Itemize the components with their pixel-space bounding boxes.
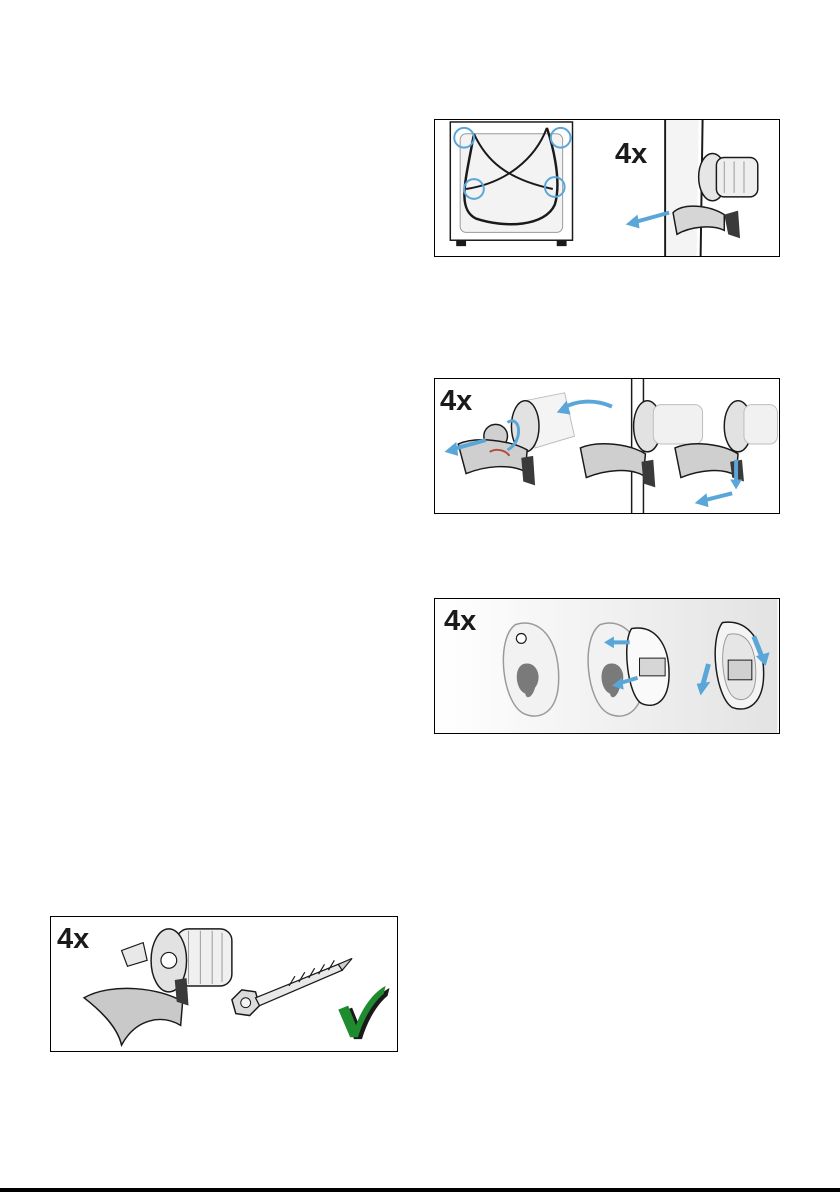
hose-clip [673,206,724,234]
spacer-tab [122,943,148,967]
quantity-label: 4x [444,607,476,636]
clip-latch [724,211,740,239]
clip-3 [675,444,738,478]
arrow-move-hose [563,402,612,409]
cap-clip-3 [728,660,752,680]
bolt-tip [338,958,352,970]
machine-foot-left [456,240,466,246]
machine-foot-right [557,240,567,246]
bolt-shaft [256,964,343,1005]
clip-2 [580,444,645,478]
plate-hole-1 [516,633,526,643]
figure-keep-transport-bolts: 4x [50,916,398,1052]
cap-clip-2 [640,658,666,676]
latch-2 [641,460,655,488]
spacer-clip-wing [84,988,183,1045]
illustration-machine-back-and-hose [435,120,779,256]
arrow-pull-out [634,213,669,223]
spacer-body [716,157,757,196]
page-bottom-rule [0,1188,840,1192]
spacer-latch [175,978,189,1006]
quantity-label: 4x [57,925,89,954]
illustration-bolt-removal-steps [435,379,779,513]
illustration-spacer-and-bolt [51,917,397,1051]
figure-remove-transport-bolts: 4x [434,378,780,514]
figure-fit-cover-caps: 4x [434,598,780,734]
quantity-label: 4x [440,387,472,416]
figure-remove-hose-from-clips: 4x [434,119,780,257]
latch-1 [521,456,535,486]
quantity-label: 4x [615,140,647,169]
illustration-cover-cap-steps [435,599,779,733]
